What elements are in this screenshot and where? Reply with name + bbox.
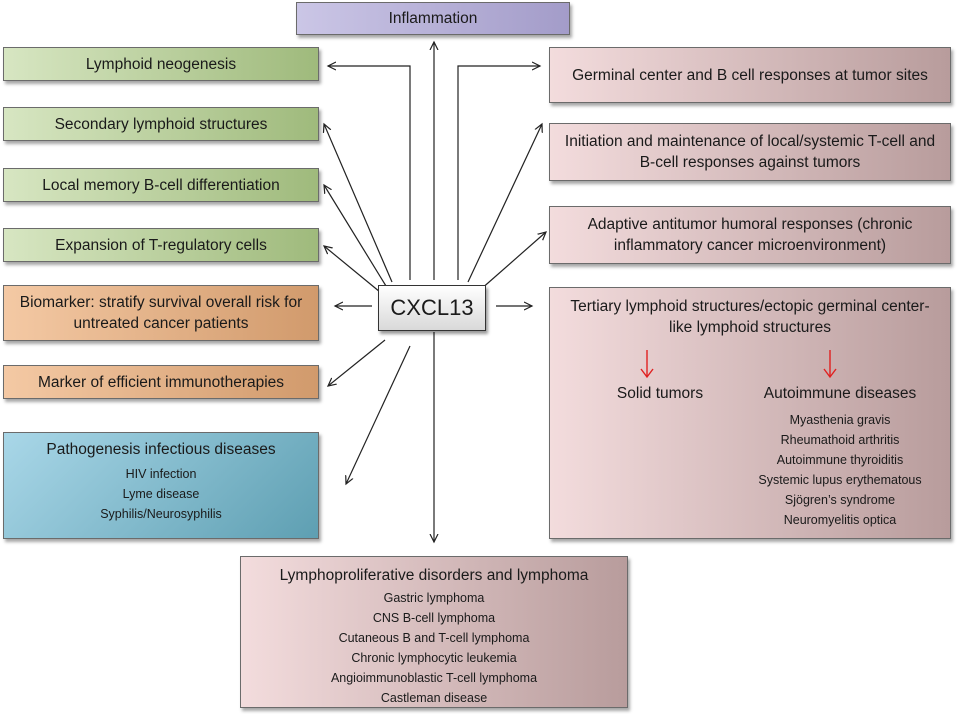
infectious-item: HIV infection	[125, 467, 197, 481]
arrow-to-humoral	[479, 232, 546, 291]
immunotherapies-box: Marker of efficient immunotherapies	[3, 365, 319, 399]
arrow-to-germinal-center	[457, 66, 540, 280]
memory-b-cell-box: Local memory B-cell differentiation	[3, 168, 319, 202]
autoimmune-item: Sjögren’s syndrome	[784, 493, 896, 507]
autoimmune-item: Autoimmune thyroiditis	[776, 453, 904, 467]
lymphoma-item: Gastric lymphoma	[383, 591, 485, 605]
cxcl13-box: CXCL13	[378, 285, 486, 331]
biomarker-box: Biomarker: stratify survival overall ris…	[3, 285, 319, 341]
autoimmune-item: Rheumathoid arthritis	[780, 433, 900, 447]
secondary-lymphoid-label: Secondary lymphoid structures	[54, 115, 268, 133]
lymphoproliferative-title: Lymphoproliferative disorders and lympho…	[279, 567, 589, 584]
secondary-lymphoid-box: Secondary lymphoid structures	[3, 107, 319, 141]
lymphoma-item: CNS B-cell lymphoma	[372, 611, 496, 625]
germinal-center-box: Germinal center and B cell responses at …	[549, 47, 951, 103]
lymphoproliferative-box: Lymphoproliferative disorders and lympho…	[240, 556, 628, 708]
infectious-title: Pathogenesis infectious diseases	[46, 441, 276, 458]
tertiary-title: Tertiary lymphoid structures/ectopic ger…	[570, 298, 930, 336]
inflammation-label: Inflammation	[388, 10, 478, 27]
lymphoid-neogenesis-box: Lymphoid neogenesis	[3, 47, 319, 81]
infectious-item: Syphilis/Neurosyphilis	[100, 507, 222, 521]
lymphoma-item: Castleman disease	[380, 691, 488, 705]
lymphoma-item: Cutaneous B and T-cell lymphoma	[338, 631, 530, 645]
tertiary-lymphoid-box: Tertiary lymphoid structures/ectopic ger…	[549, 287, 951, 539]
t-cell-responses-box: Initiation and maintenance of local/syst…	[549, 123, 951, 181]
lymphoma-item: Angioimmunoblastic T-cell lymphoma	[330, 671, 538, 685]
autoimmune-item: Myasthenia gravis	[789, 413, 891, 427]
infectious-item: Lyme disease	[122, 487, 200, 501]
autoimmune-item: Systemic lupus erythematous	[758, 473, 922, 487]
red-arrow-head	[640, 368, 654, 379]
solid-tumors-label: Solid tumors	[616, 385, 704, 402]
lymphoid-neogenesis-label: Lymphoid neogenesis	[85, 55, 237, 73]
humoral-responses-box: Adaptive antitumor humoral responses (ch…	[549, 206, 951, 264]
t-regulatory-label: Expansion of T-regulatory cells	[55, 236, 267, 254]
autoimmune-title: Autoimmune diseases	[763, 385, 917, 402]
red-arrow-head	[823, 368, 837, 379]
humoral-responses-label: Adaptive antitumor humoral responses (ch…	[587, 216, 913, 254]
cxcl13-label: CXCL13	[390, 295, 474, 320]
germinal-center-label: Germinal center and B cell responses at …	[572, 66, 928, 84]
arrow-to-secondary-lymphoid	[324, 124, 393, 283]
arrow-to-infectious	[346, 345, 411, 484]
biomarker-label: Biomarker: stratify survival overall ris…	[19, 294, 303, 332]
arrow-to-t-regulatory	[324, 246, 381, 293]
arrow-to-memory-b-cell	[324, 185, 387, 287]
infectious-diseases-box: Pathogenesis infectious diseases HIV inf…	[3, 432, 319, 539]
red-arrows	[640, 350, 837, 379]
arrow-to-t-cell-responses	[467, 124, 542, 283]
memory-b-cell-label: Local memory B-cell differentiation	[42, 176, 280, 194]
arrow-to-lymphoid-neogenesis	[328, 66, 411, 280]
immunotherapies-label: Marker of efficient immunotherapies	[37, 373, 285, 391]
lymphoma-item: Chronic lymphocytic leukemia	[351, 651, 517, 665]
t-cell-responses-label: Initiation and maintenance of local/syst…	[564, 133, 936, 171]
t-regulatory-box: Expansion of T-regulatory cells	[3, 228, 319, 262]
autoimmune-item: Neuromyelitis optica	[783, 513, 897, 527]
inflammation-box: Inflammation	[296, 2, 570, 35]
arrow-to-immunotherapies	[328, 339, 386, 386]
